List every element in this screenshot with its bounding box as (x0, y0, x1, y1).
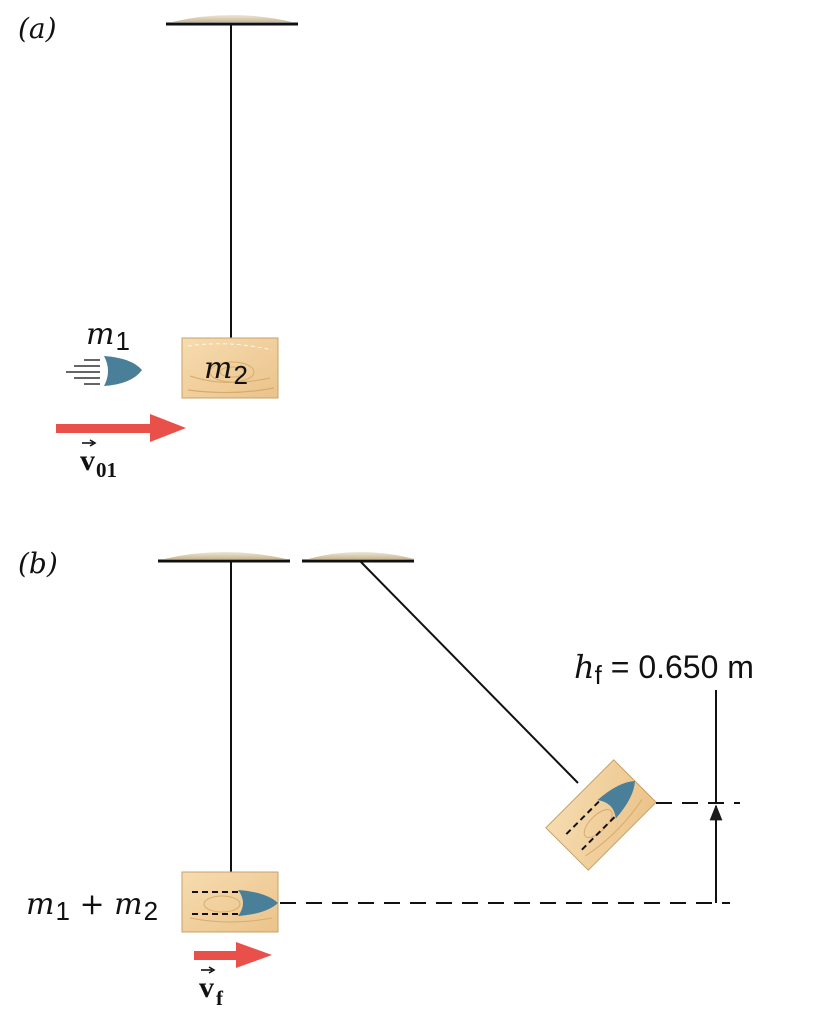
pendulum-string-b-swung (359, 560, 579, 784)
block-m2-label: m2 (204, 351, 248, 390)
panel-a-label: (a) (18, 12, 57, 45)
height-label: hf = 0.650 m (574, 648, 754, 690)
velocity-label-vf: v f (199, 966, 224, 1010)
svg-text:f: f (216, 986, 224, 1010)
velocity-label-v01: v 01 (80, 439, 117, 482)
wooden-block-m2 (181, 337, 279, 399)
svg-text:01: 01 (96, 458, 117, 482)
combined-block-bottom (181, 871, 279, 933)
svg-text:v: v (80, 444, 95, 477)
ceiling-support-b-left (158, 552, 290, 563)
combined-mass-label: m1 + m2 (26, 887, 158, 926)
panel-b: (b) m1 + m2 (18, 547, 754, 1010)
panel-a: (a) m2 m1 (18, 12, 298, 482)
panel-b-label: (b) (18, 547, 58, 580)
combined-block-swung (545, 759, 657, 871)
bullet-m1-label: m1 (86, 317, 130, 356)
ceiling-support-a (166, 15, 298, 26)
bullet-m1 (66, 356, 142, 386)
ceiling-support-b-right (302, 552, 414, 563)
svg-text:v: v (199, 971, 214, 1004)
velocity-arrow-v01 (56, 414, 186, 442)
velocity-arrow-vf (194, 942, 272, 968)
